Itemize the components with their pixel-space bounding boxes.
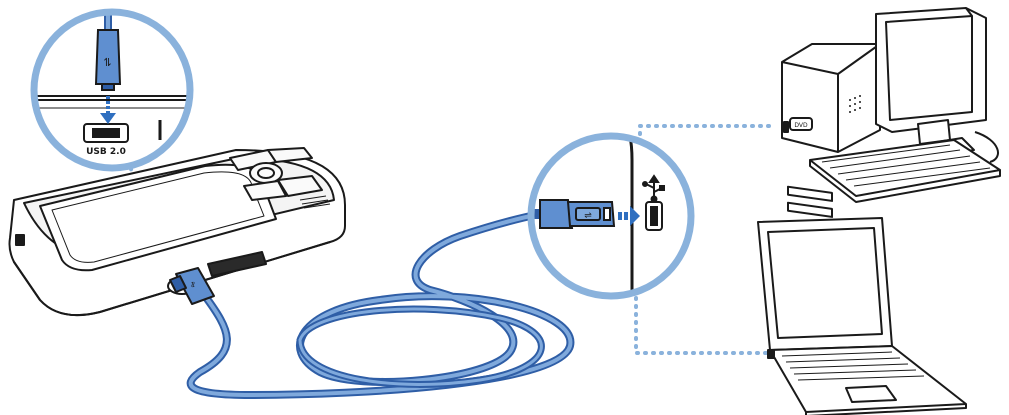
keyboard-keys (821, 144, 991, 187)
arrow-down-head-icon (100, 113, 116, 124)
computer-panel-edge (626, 136, 634, 296)
player-left-port (15, 234, 25, 246)
usb-a-plug-body (539, 199, 574, 229)
player-screen-inner (51, 171, 265, 263)
usb-cable (186, 210, 575, 400)
arrow-right-icon (618, 206, 640, 226)
monitor-screen (885, 15, 973, 121)
laptop-trackpad (845, 385, 897, 403)
usb-trident-icon (642, 174, 665, 203)
keyboard-cable (974, 131, 999, 163)
laptop-keyboard-keys (781, 351, 925, 381)
player-speaker-grille (299, 195, 331, 209)
mini-usb-plug: ⇌ (169, 267, 215, 305)
player-screen (39, 163, 277, 272)
usb-symbol-plug: ⇌ (584, 211, 592, 221)
desktop-computer: DVD (781, 7, 1001, 218)
mini-usb-plug-zoom (94, 29, 122, 85)
svg-text:⇌: ⇌ (188, 280, 198, 288)
zoom-circle-mini-usb: ⇌ USB 2.0 (30, 8, 194, 172)
zoom-right-to-laptop-line (634, 288, 777, 355)
tower-drive-bay (787, 185, 833, 202)
tower-vent-dots (849, 95, 861, 113)
laptop-screen (767, 227, 883, 339)
media-player (8, 147, 346, 317)
player-side-edge (13, 241, 331, 317)
tower-badge-label: DVD (794, 122, 808, 129)
usb-port-label: USB 2.0 (86, 147, 126, 157)
zoom-circle-usb-a: ⇌ (527, 132, 695, 300)
player-dock-connector (207, 251, 267, 277)
player-buttons (229, 147, 323, 201)
zoom-right-to-desktop-line (638, 124, 777, 192)
usb-symbol-zoom-left: ⇌ (101, 57, 114, 66)
tower-case (781, 43, 881, 153)
tower-badge (789, 117, 813, 131)
laptop-computer (757, 217, 967, 415)
